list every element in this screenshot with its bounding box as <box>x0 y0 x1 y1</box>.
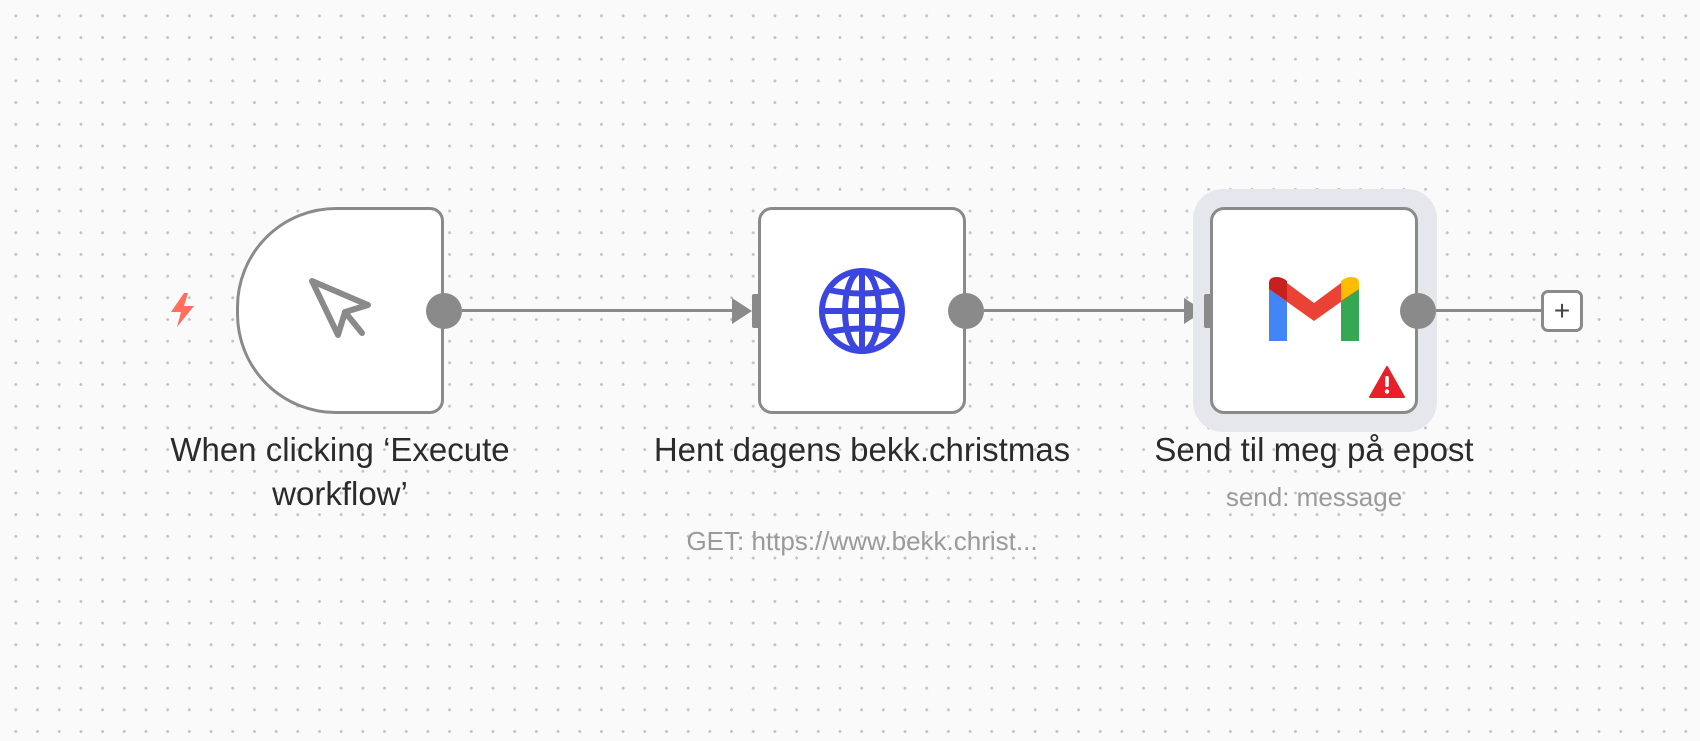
node-gmail-output-handle[interactable] <box>1400 293 1436 329</box>
connection-trigger-to-http[interactable] <box>462 309 742 312</box>
add-node-button[interactable]: + <box>1541 290 1583 332</box>
lightning-bolt-icon <box>171 293 194 327</box>
gmail-icon <box>1269 276 1359 341</box>
node-http-request-title: Hent dagens bekk.christmas <box>653 431 1071 468</box>
node-gmail[interactable] <box>1210 207 1418 414</box>
node-manual-trigger[interactable] <box>236 207 444 414</box>
warning-triangle-icon[interactable] <box>1369 366 1405 398</box>
connection-http-to-gmail[interactable] <box>984 309 1190 312</box>
node-gmail-title: Send til meg på epost <box>1154 431 1474 468</box>
cursor-arrow-icon <box>309 277 371 338</box>
node-manual-trigger-title: When clicking ‘Execute workflow’ <box>170 431 510 512</box>
node-http-request-subtitle: GET: https://www.bekk.christ... <box>686 526 1038 556</box>
connection-gmail-to-add <box>1436 309 1542 312</box>
node-http-request[interactable] <box>758 207 966 414</box>
globe-icon <box>819 267 905 354</box>
node-gmail-subtitle: send: message <box>1225 482 1403 512</box>
connection-arrow <box>732 298 752 324</box>
node-http-request-output-handle[interactable] <box>948 293 984 329</box>
node-manual-trigger-output-handle[interactable] <box>426 293 462 329</box>
